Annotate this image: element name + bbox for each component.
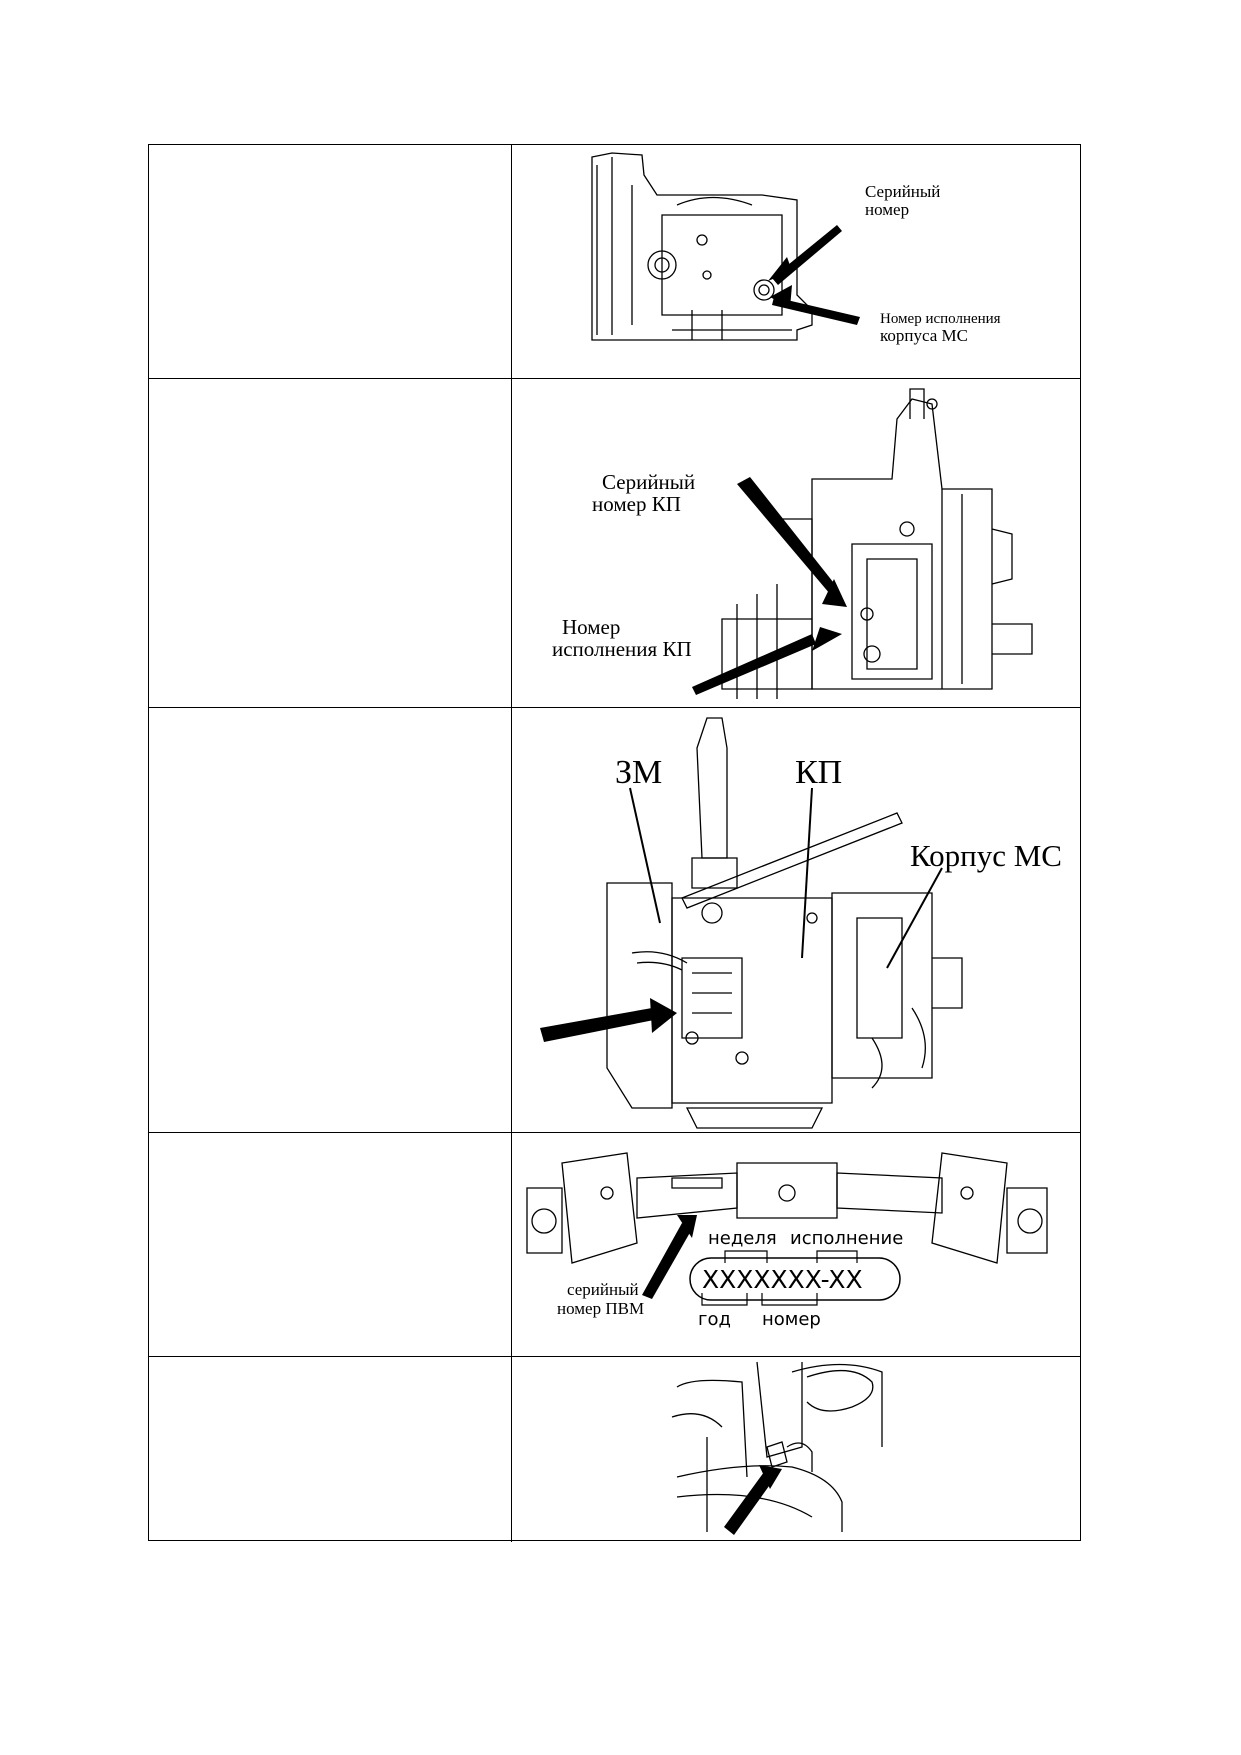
gearbox-drawing: Серийный номер КП Номер исполнения КП [552,388,1033,699]
ms-housing-label: Корпус МС [910,838,1062,873]
variant-label-line1: Номер [562,615,620,639]
variant-label-line2: корпуса МС [880,326,968,345]
variant-label-line1: Номер исполнения [880,311,1001,327]
table-row: XXXXXXX-XX неделя исполнение год номер с… [149,1133,1080,1357]
description-cell [149,145,512,378]
serial-label-line1: Серийный [602,470,695,494]
pvm-serial-line2: номер ПВМ [557,1299,644,1318]
pvm-serial-line1: серийный [567,1280,639,1299]
serial-code: XXXXXXX-XX [702,1265,863,1294]
illustration-cell: ЗМ КП Корпус МС [512,708,1080,1132]
description-cell [149,1357,512,1542]
zm-label: ЗМ [615,754,662,791]
serial-label-line2: номер [865,200,909,219]
cab-plate-drawing [671,1361,883,1535]
table-row: Серийный номер КП Номер исполнения КП [149,379,1080,708]
variant-label-line2: исполнения КП [552,637,692,661]
description-cell [149,708,512,1132]
front-axle-drawing: XXXXXXX-XX неделя исполнение год номер с… [526,1152,1048,1330]
year-label: год [698,1309,731,1330]
kp-label: КП [795,754,842,791]
illustration-cell: Серийный номер Номер исполнения корпуса … [512,145,1080,378]
identification-table: Серийный номер Номер исполнения корпуса … [148,144,1081,1542]
illustration-cell: XXXXXXX-XX неделя исполнение год номер с… [512,1133,1080,1356]
variant-label: исполнение [790,1228,903,1249]
serial-code-badge [689,1257,901,1301]
table-row: Серийный номер Номер исполнения корпуса … [149,145,1080,379]
transmission-assembly-drawing: ЗМ КП Корпус МС [540,717,1062,1129]
table-row [149,1357,1080,1542]
serial-label-line2: номер КП [592,492,681,516]
description-cell [149,379,512,707]
description-cell [149,1133,512,1356]
illustration-cell [512,1357,1080,1542]
clutch-housing-drawing: Серийный номер Номер исполнения корпуса … [591,152,1001,345]
table-row: ЗМ КП Корпус МС [149,708,1080,1133]
serial-label-line1: Серийный [865,182,940,201]
number-label: номер [762,1309,821,1330]
illustration-cell: Серийный номер КП Номер исполнения КП [512,379,1080,707]
week-label: неделя [708,1228,777,1249]
